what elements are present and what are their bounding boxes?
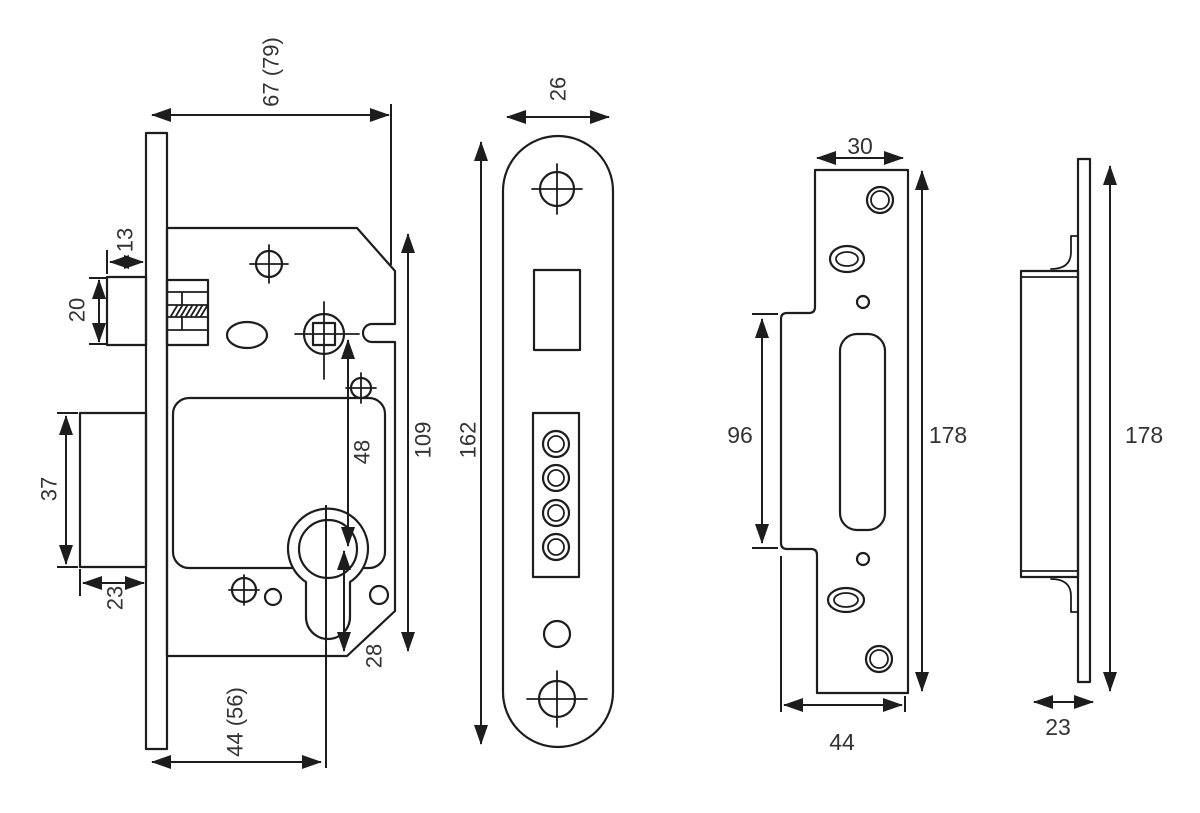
strike-oval-slot-bottom-outer [826, 586, 866, 614]
dim-label-latch-height: 20 [65, 298, 90, 322]
lock-case-outline [165, 226, 397, 658]
case-cutout [171, 396, 387, 570]
dim-label-backset: 44 (56) [223, 687, 248, 757]
dim-ext-strike-recess-height [752, 313, 778, 549]
screw-hole-bottom-crosshair [228, 574, 260, 606]
latch-opening [532, 268, 582, 352]
dim-ext-deadbolt-height [57, 412, 78, 568]
faceplate-outline [501, 134, 615, 749]
oval-hole [225, 320, 269, 350]
spindle-crosshair [294, 301, 360, 380]
strike-screw-top-inner [870, 190, 890, 210]
faceplate-screw-top-crosshair [531, 163, 583, 215]
euro-cylinder-outer [286, 507, 370, 641]
dim-label-strike-side-height: 178 [1125, 422, 1163, 448]
latch-spring-box [165, 278, 210, 347]
dim-label-strike-side-depth: 23 [1045, 714, 1071, 740]
hole-bottom-left-small [263, 587, 283, 607]
bolt-rollers [541, 429, 571, 562]
lock-body-view: 67 (79) 13 20 37 23 44 (56) 48 28 109 16… [37, 37, 488, 769]
bolt-roller-outer [541, 498, 571, 528]
strike-plate-front-view: 30 96 178 44 [727, 133, 967, 755]
strike-screw-top-outer [865, 185, 895, 215]
dim-label-cylinder-to-bottom: 28 [362, 644, 387, 668]
bolt-roller-outer [541, 463, 571, 493]
bolt-roller-inner [547, 435, 565, 453]
faceplate-view: 26 [501, 77, 615, 749]
bolt-roller-outer [541, 532, 571, 562]
dim-ext-strike-overall-width [780, 556, 906, 712]
euro-cylinder-inner [297, 518, 359, 580]
strike-side-box-inner-lines [1020, 276, 1079, 572]
screw-hole-top-crosshair [249, 244, 289, 284]
deadbolt-opening [531, 411, 581, 579]
strike-bolt-slot [838, 332, 887, 532]
hole-bottom-right-small [368, 584, 390, 606]
strike-side-tab-bottom [1050, 578, 1078, 613]
dim-label-spindle-to-cylinder: 48 [350, 440, 375, 464]
spring-box-lines [166, 291, 209, 331]
strike-hole-top-small [855, 294, 871, 310]
dim-label-deadbolt-height: 37 [37, 477, 62, 501]
bolt-roller-outer [541, 429, 571, 459]
strike-plate-side-view: 178 23 [1019, 157, 1163, 740]
faceplate-screw-bottom-crosshair [526, 670, 588, 728]
strike-screw-bottom-outer [864, 644, 894, 674]
latch-bolt [105, 275, 148, 347]
dim-label-latch-projection: 13 [113, 228, 138, 252]
strike-screw-bottom-inner [869, 649, 889, 669]
bolt-roller-inner [547, 469, 565, 487]
dim-label-forend-height: 162 [456, 422, 481, 459]
dim-label-strike-top-width: 30 [847, 133, 873, 159]
strike-side-plate [1076, 157, 1092, 684]
dim-label-strike-overall-width: 44 [829, 729, 855, 755]
strike-hole-bottom-small [855, 551, 871, 567]
strike-oval-slot-bottom-inner [833, 592, 859, 608]
bolt-roller-inner [547, 538, 565, 556]
dim-label-overall-depth: 67 (79) [259, 37, 284, 107]
dim-label-case-height: 109 [411, 422, 436, 459]
forend-plate [144, 131, 169, 751]
dim-label-faceplate-width: 26 [546, 77, 571, 101]
bolt-roller-inner [547, 504, 565, 522]
strike-oval-slot-top-inner [835, 251, 859, 267]
dim-label-deadbolt-throw: 23 [103, 586, 128, 610]
dim-label-strike-height: 178 [929, 422, 967, 448]
dim-ext-latch-height [89, 277, 106, 345]
faceplate-hole-small [542, 619, 572, 649]
dim-label-strike-recess-height: 96 [727, 422, 753, 448]
strike-side-box [1019, 269, 1080, 579]
spring-hatch [170, 305, 208, 317]
deadbolt [78, 411, 148, 569]
strike-outline [779, 168, 910, 695]
strike-oval-slot-top-outer [828, 244, 866, 274]
strike-side-tab-top [1050, 235, 1078, 270]
